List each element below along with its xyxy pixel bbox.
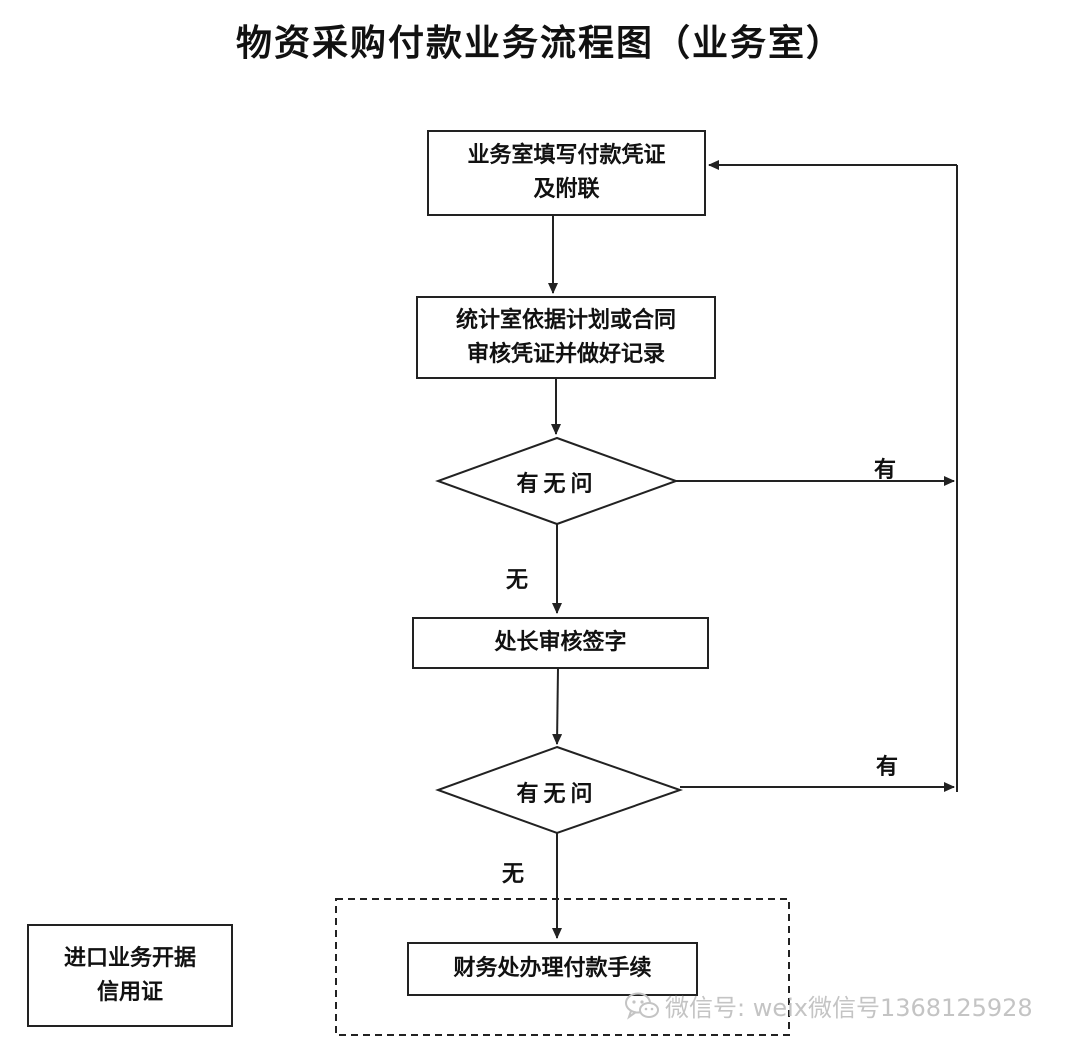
edge-label-decision-1-no: 无 bbox=[506, 568, 529, 593]
node-finance-payment: 财务处办理付款手续 bbox=[407, 942, 698, 996]
edge-label-decision-2-no: 无 bbox=[502, 862, 525, 887]
diagram-title: 物资采购付款业务流程图（业务室） bbox=[235, 22, 844, 64]
finance-dashed-boundary bbox=[335, 898, 790, 1036]
watermark: 微信号: weix微信号1368125928 bbox=[625, 988, 1033, 1023]
node-stat-review: 统计室依据计划或合同 审核凭证并做好记录 bbox=[416, 296, 716, 379]
node-fill-voucher: 业务室填写付款凭证 及附联 bbox=[427, 130, 706, 216]
edge-label-decision-1-yes: 有 bbox=[874, 458, 897, 483]
edge-sign-to-decision-2 bbox=[552, 667, 563, 745]
edge-label-decision-2-yes: 有 bbox=[876, 755, 899, 780]
node-import-lc: 进口业务开据 信用证 bbox=[27, 924, 233, 1027]
watermark-text: 微信号: weix微信号1368125928 bbox=[665, 994, 1033, 1022]
node-director-sign: 处长审核签字 bbox=[412, 617, 709, 669]
decision-2-label: 有无问 bbox=[516, 782, 598, 807]
wechat-icon bbox=[625, 992, 659, 1020]
decision-1-label: 有无问 bbox=[516, 472, 598, 497]
